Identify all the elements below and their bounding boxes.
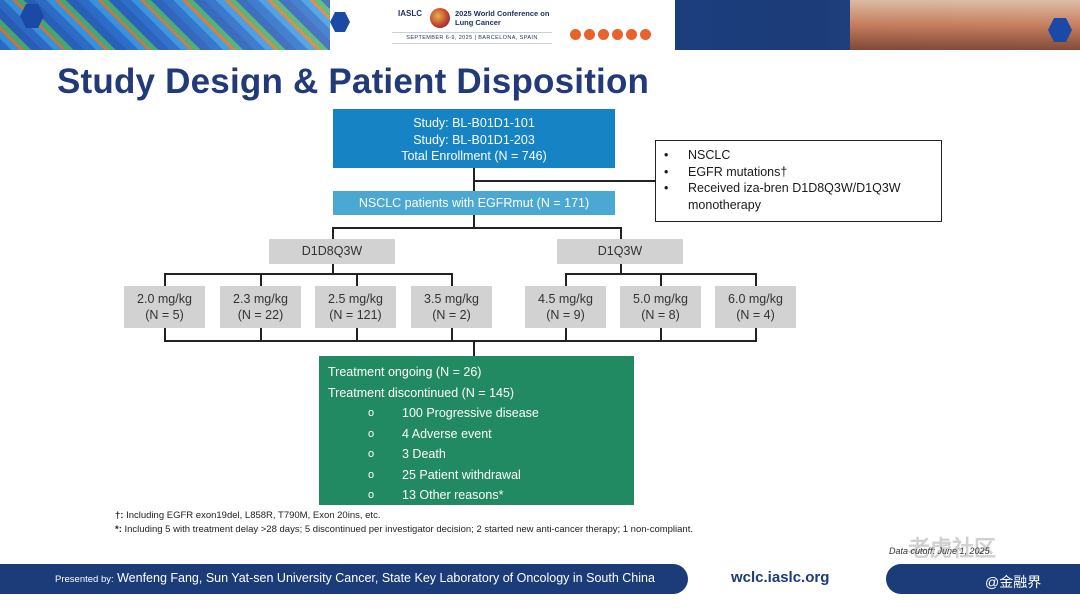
connector-line — [451, 273, 453, 286]
inclusion-criteria-box: NSCLC EGFR mutations† Received iza-bren … — [655, 140, 942, 222]
hex-decoration — [330, 12, 350, 32]
website-link[interactable]: wclc.iaslc.org — [731, 569, 830, 586]
wechat-icon[interactable] — [640, 29, 651, 40]
dose-level: 5.0 mg/kg — [633, 292, 688, 306]
youtube-icon[interactable] — [626, 29, 637, 40]
iaslc-logo: IASLC — [398, 9, 422, 18]
dose-n: (N = 9) — [546, 308, 585, 322]
footnote-star: *: Including 5 with treatment delay >28 … — [115, 524, 693, 535]
connector-line — [164, 328, 166, 341]
dose-level: 2.5 mg/kg — [328, 292, 383, 306]
arm-d1d8q3w: D1D8Q3W — [269, 239, 395, 264]
connector-line — [451, 328, 453, 341]
connector-line — [164, 273, 166, 286]
study-line: Study: BL-B01D1-101 — [413, 116, 535, 130]
connector-line — [565, 273, 567, 286]
discontinuation-reason: 25 Patient withdrawal — [328, 465, 634, 486]
banner-mosaic-left — [0, 0, 330, 50]
dose-n: (N = 4) — [736, 308, 775, 322]
slide-title: Study Design & Patient Disposition — [57, 62, 650, 101]
connector-line — [473, 168, 475, 191]
connector-line — [660, 273, 662, 286]
footer-bar-right — [886, 564, 1080, 594]
watermark: 老虎社区 — [908, 536, 997, 561]
dose-box: 2.5 mg/kg (N = 121) — [315, 286, 396, 328]
connector-line — [260, 273, 262, 286]
dose-box: 5.0 mg/kg (N = 8) — [620, 286, 701, 328]
connector-line — [332, 227, 334, 239]
dose-n: (N = 5) — [145, 308, 184, 322]
study-enrollment-box: Study: BL-B01D1-101 Study: BL-B01D1-203 … — [333, 109, 615, 168]
footnotes: †: Including EGFR exon19del, L858R, T790… — [115, 509, 693, 537]
nsclc-egfrmut-box: NSCLC patients with EGFRmut (N = 171) — [333, 191, 615, 215]
connector-line — [620, 227, 622, 239]
connector-line — [755, 328, 757, 341]
dose-box: 2.0 mg/kg (N = 5) — [124, 286, 205, 328]
treatment-discontinued: Treatment discontinued (N = 145) — [328, 385, 515, 400]
conference-title: 2025 World Conference on Lung Cancer — [455, 9, 550, 27]
connector-line — [660, 328, 662, 341]
criteria-item: EGFR mutations† — [664, 164, 941, 181]
connector-line — [164, 273, 452, 275]
instagram-icon[interactable] — [612, 29, 623, 40]
connector-line — [164, 340, 757, 342]
x-icon[interactable] — [598, 29, 609, 40]
hex-decoration — [1048, 18, 1072, 42]
conference-globe-icon — [430, 8, 450, 28]
dose-n: (N = 121) — [329, 308, 382, 322]
presenter-credit: Presented by: Wenfeng Fang, Sun Yat-sen … — [55, 571, 655, 585]
connector-line — [565, 328, 567, 341]
linkedin-icon[interactable] — [584, 29, 595, 40]
connector-line — [332, 264, 334, 274]
dose-box: 2.3 mg/kg (N = 22) — [220, 286, 301, 328]
facebook-icon[interactable] — [570, 29, 581, 40]
connector-line — [356, 273, 358, 286]
footer-bar — [0, 564, 688, 594]
footnote-dagger: †: Including EGFR exon19del, L858R, T790… — [115, 510, 381, 521]
study-line: Study: BL-B01D1-203 — [413, 132, 535, 147]
dose-level: 2.0 mg/kg — [137, 292, 192, 306]
connector-line — [356, 328, 358, 341]
discontinuation-reason: 100 Progressive disease — [328, 403, 634, 424]
connector-line — [473, 180, 655, 182]
dose-n: (N = 8) — [641, 308, 680, 322]
connector-line — [755, 273, 757, 286]
hashtag: #WCLC25 — [568, 6, 642, 23]
connector-line — [260, 328, 262, 341]
discontinuation-reason: 3 Death — [328, 444, 634, 465]
total-enrollment: Total Enrollment (N = 746) — [401, 149, 547, 163]
dose-level: 6.0 mg/kg — [728, 292, 783, 306]
weibo-handle: @金融界 — [985, 574, 1042, 590]
connector-line — [332, 227, 620, 229]
discontinuation-reason: 13 Other reasons* — [328, 485, 634, 506]
social-icons — [570, 29, 651, 40]
connector-line — [473, 215, 475, 227]
dose-box: 6.0 mg/kg (N = 4) — [715, 286, 796, 328]
arm-d1q3w: D1Q3W — [557, 239, 683, 264]
conference-banner: IASLC 2025 World Conference on Lung Canc… — [0, 0, 1080, 50]
data-cutoff: Data cutoff: June 1, 2025 — [889, 546, 990, 556]
connector-line — [620, 264, 622, 274]
conference-date: SEPTEMBER 6-9, 2025 | BARCELONA, SPAIN — [392, 32, 552, 44]
treatment-ongoing: Treatment ongoing (N = 26) — [328, 365, 482, 379]
treatment-outcome-box: Treatment ongoing (N = 26) Treatment dis… — [319, 356, 634, 505]
dose-level: 4.5 mg/kg — [538, 292, 593, 306]
dose-box: 3.5 mg/kg (N = 2) — [411, 286, 492, 328]
dose-n: (N = 22) — [237, 308, 284, 322]
connector-line — [473, 340, 475, 356]
dose-level: 2.3 mg/kg — [233, 292, 288, 306]
dose-box: 4.5 mg/kg (N = 9) — [525, 286, 606, 328]
discontinuation-reason: 4 Adverse event — [328, 424, 634, 445]
criteria-item: Received iza-bren D1D8Q3W/D1Q3W monother… — [664, 180, 941, 213]
hex-decoration — [20, 4, 44, 28]
dose-level: 3.5 mg/kg — [424, 292, 479, 306]
banner-photo-right — [850, 0, 1080, 50]
criteria-item: NSCLC — [664, 147, 941, 164]
dose-n: (N = 2) — [432, 308, 471, 322]
